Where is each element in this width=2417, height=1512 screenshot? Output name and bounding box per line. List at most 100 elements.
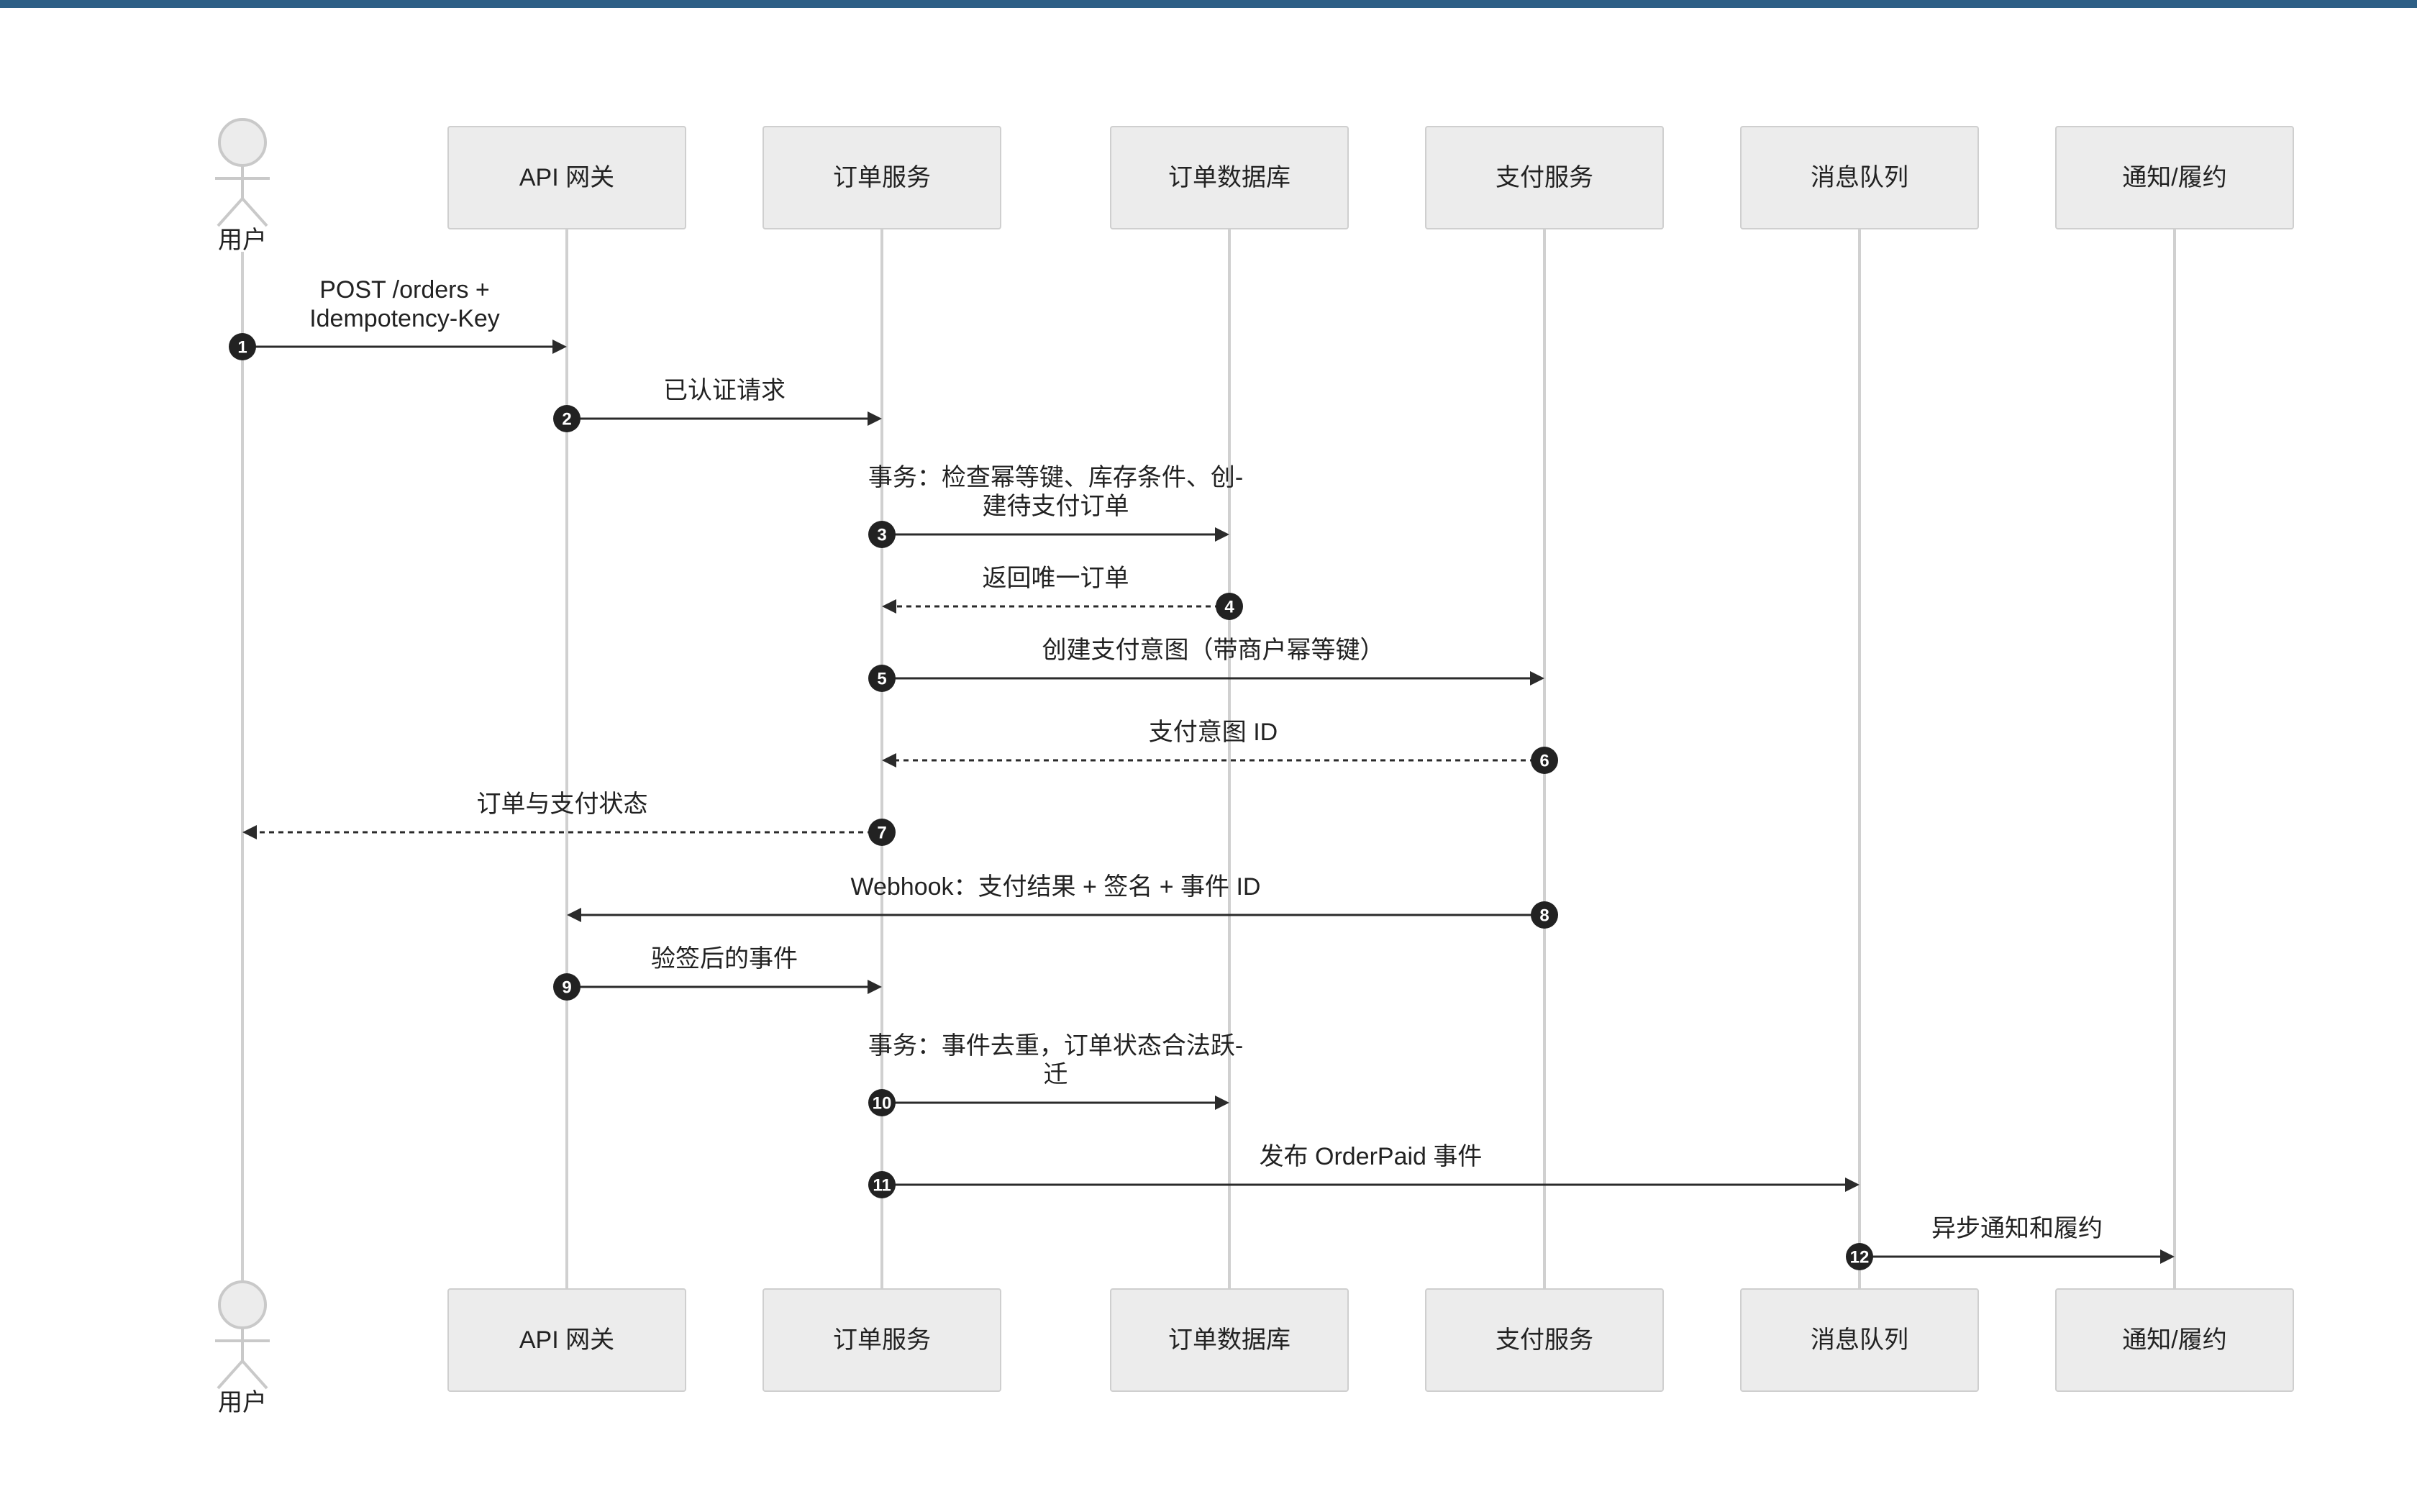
sequence-number-circle [229, 333, 256, 360]
message-arrowhead [882, 753, 896, 768]
participant-box [763, 1288, 1001, 1392]
message-label: 迁 [1044, 1061, 1068, 1088]
message-arrowhead [2160, 1249, 2175, 1264]
sequence-number-circle [868, 665, 896, 692]
message-arrowhead [868, 411, 882, 426]
message-label: 事务：检查幂等键、库存条件、创- [868, 464, 1243, 491]
participant-label: 订单服务 [833, 1326, 931, 1354]
participant-box [1425, 1288, 1664, 1392]
sequence-number-badge: 1 [229, 333, 256, 360]
participant-label: 用户 [218, 1389, 267, 1416]
message-4: 4 返回唯一订单 [882, 565, 1243, 620]
message-label: 返回唯一订单 [983, 565, 1129, 592]
sequence-number: 10 [873, 1094, 892, 1113]
participant-box [1740, 1288, 1979, 1392]
message-10: 10 事务：事件去重，订单状态合法跃-迁 [868, 1032, 1243, 1116]
sequence-number-circle [1846, 1243, 1873, 1270]
message-label: 创建支付意图（带商户幂等键） [1042, 637, 1385, 664]
sequence-number: 9 [562, 978, 571, 998]
message-label: 支付意图 ID [1149, 719, 1278, 746]
actor-head [218, 118, 267, 167]
participant-label: 订单数据库 [1168, 164, 1291, 191]
sequence-number: 11 [873, 1176, 891, 1196]
participant-label: 通知/履约 [2122, 164, 2226, 191]
message-label: 异步通知和履约 [1931, 1215, 2103, 1242]
sequence-number: 12 [1850, 1248, 1870, 1267]
participant-mq-bottom: 消息队列 [1740, 1288, 1979, 1392]
message-9: 9 验签后的事件 [553, 945, 882, 1001]
message-arrowhead [1530, 671, 1544, 686]
sequence-number: 7 [877, 824, 886, 843]
message-3: 3 事务：检查幂等键、库存条件、创-建待支付订单 [868, 464, 1243, 548]
message-arrowhead [1215, 527, 1229, 542]
message-arrowhead [1845, 1178, 1860, 1192]
participant-box [1425, 126, 1664, 229]
message-6: 6 支付意图 ID [882, 719, 1558, 774]
actor-head [218, 1280, 267, 1329]
participant-gateway-top: API 网关 [447, 126, 686, 229]
actor-legs [217, 1359, 268, 1390]
sequence-number-badge: 6 [1531, 747, 1558, 774]
message-8: 8 Webhook：支付结果 + 签名 + 事件 ID [567, 873, 1558, 929]
participant-label: 消息队列 [1811, 1326, 1908, 1354]
message-label: Idempotency-Key [309, 305, 500, 332]
participant-box [763, 126, 1001, 229]
participant-box [1740, 126, 1979, 229]
message-12: 12 异步通知和履约 [1846, 1215, 2175, 1270]
participant-gateway-bottom: API 网关 [447, 1288, 686, 1392]
sequence-number-badge: 12 [1846, 1243, 1873, 1270]
sequence-number-badge: 4 [1216, 593, 1243, 620]
participant-label: API 网关 [519, 1326, 614, 1354]
sequence-number-circle [1216, 593, 1243, 620]
sequence-number-circle [868, 1171, 896, 1198]
message-label: 发布 OrderPaid 事件 [1260, 1143, 1483, 1170]
sequence-number-badge: 5 [868, 665, 896, 692]
participant-box [447, 1288, 686, 1392]
message-label: 建待支付订单 [983, 493, 1129, 520]
participant-label: 消息队列 [1811, 164, 1908, 191]
sequence-number-circle [868, 819, 896, 846]
sequence-number-badge: 7 [868, 819, 896, 846]
participant-payment-bottom: 支付服务 [1425, 1288, 1664, 1392]
participant-order-bottom: 订单服务 [763, 1288, 1001, 1392]
message-label: 事务：事件去重，订单状态合法跃- [868, 1032, 1243, 1060]
participant-label: 支付服务 [1496, 1326, 1593, 1354]
sequence-number: 2 [562, 410, 571, 429]
actor-user-top: 用户 [215, 118, 270, 254]
participant-payment-top: 支付服务 [1425, 126, 1664, 229]
participant-label: 订单数据库 [1168, 1326, 1291, 1354]
sequence-number: 1 [237, 338, 247, 357]
sequence-number-circle [868, 521, 896, 548]
message-5: 5 创建支付意图（带商户幂等键） [868, 637, 1544, 692]
sequence-number-circle [1531, 747, 1558, 774]
participant-notify-top: 通知/履约 [2055, 126, 2294, 229]
message-label: 已认证请求 [663, 377, 786, 404]
participant-label: API 网关 [519, 164, 614, 191]
participant-orderdb-bottom: 订单数据库 [1110, 1288, 1349, 1392]
sequence-number: 8 [1539, 906, 1549, 926]
message-arrowhead [242, 825, 257, 839]
sequence-number: 6 [1539, 752, 1549, 771]
sequence-number-circle [1531, 901, 1558, 929]
sequence-number-badge: 9 [553, 973, 581, 1001]
participant-box [1110, 1288, 1349, 1392]
message-arrowhead [882, 599, 896, 614]
participant-box [447, 126, 686, 229]
message-label: 验签后的事件 [651, 945, 798, 973]
message-2: 2 已认证请求 [553, 377, 882, 432]
participant-label: 支付服务 [1496, 164, 1593, 191]
message-label: Webhook：支付结果 + 签名 + 事件 ID [851, 873, 1261, 901]
participant-label: 用户 [218, 227, 267, 254]
sequence-number-badge: 10 [868, 1089, 896, 1116]
sequence-number: 4 [1224, 598, 1234, 617]
sequence-number-badge: 8 [1531, 901, 1558, 929]
participant-notify-bottom: 通知/履约 [2055, 1288, 2294, 1392]
sequence-number-circle [868, 1089, 896, 1116]
actor-user-bottom: 用户 [215, 1280, 270, 1416]
message-arrowhead [552, 340, 567, 354]
message-arrowhead [567, 908, 581, 922]
participant-order-top: 订单服务 [763, 126, 1001, 229]
sequence-number: 3 [877, 526, 886, 545]
top-accent-bar [0, 0, 2417, 8]
